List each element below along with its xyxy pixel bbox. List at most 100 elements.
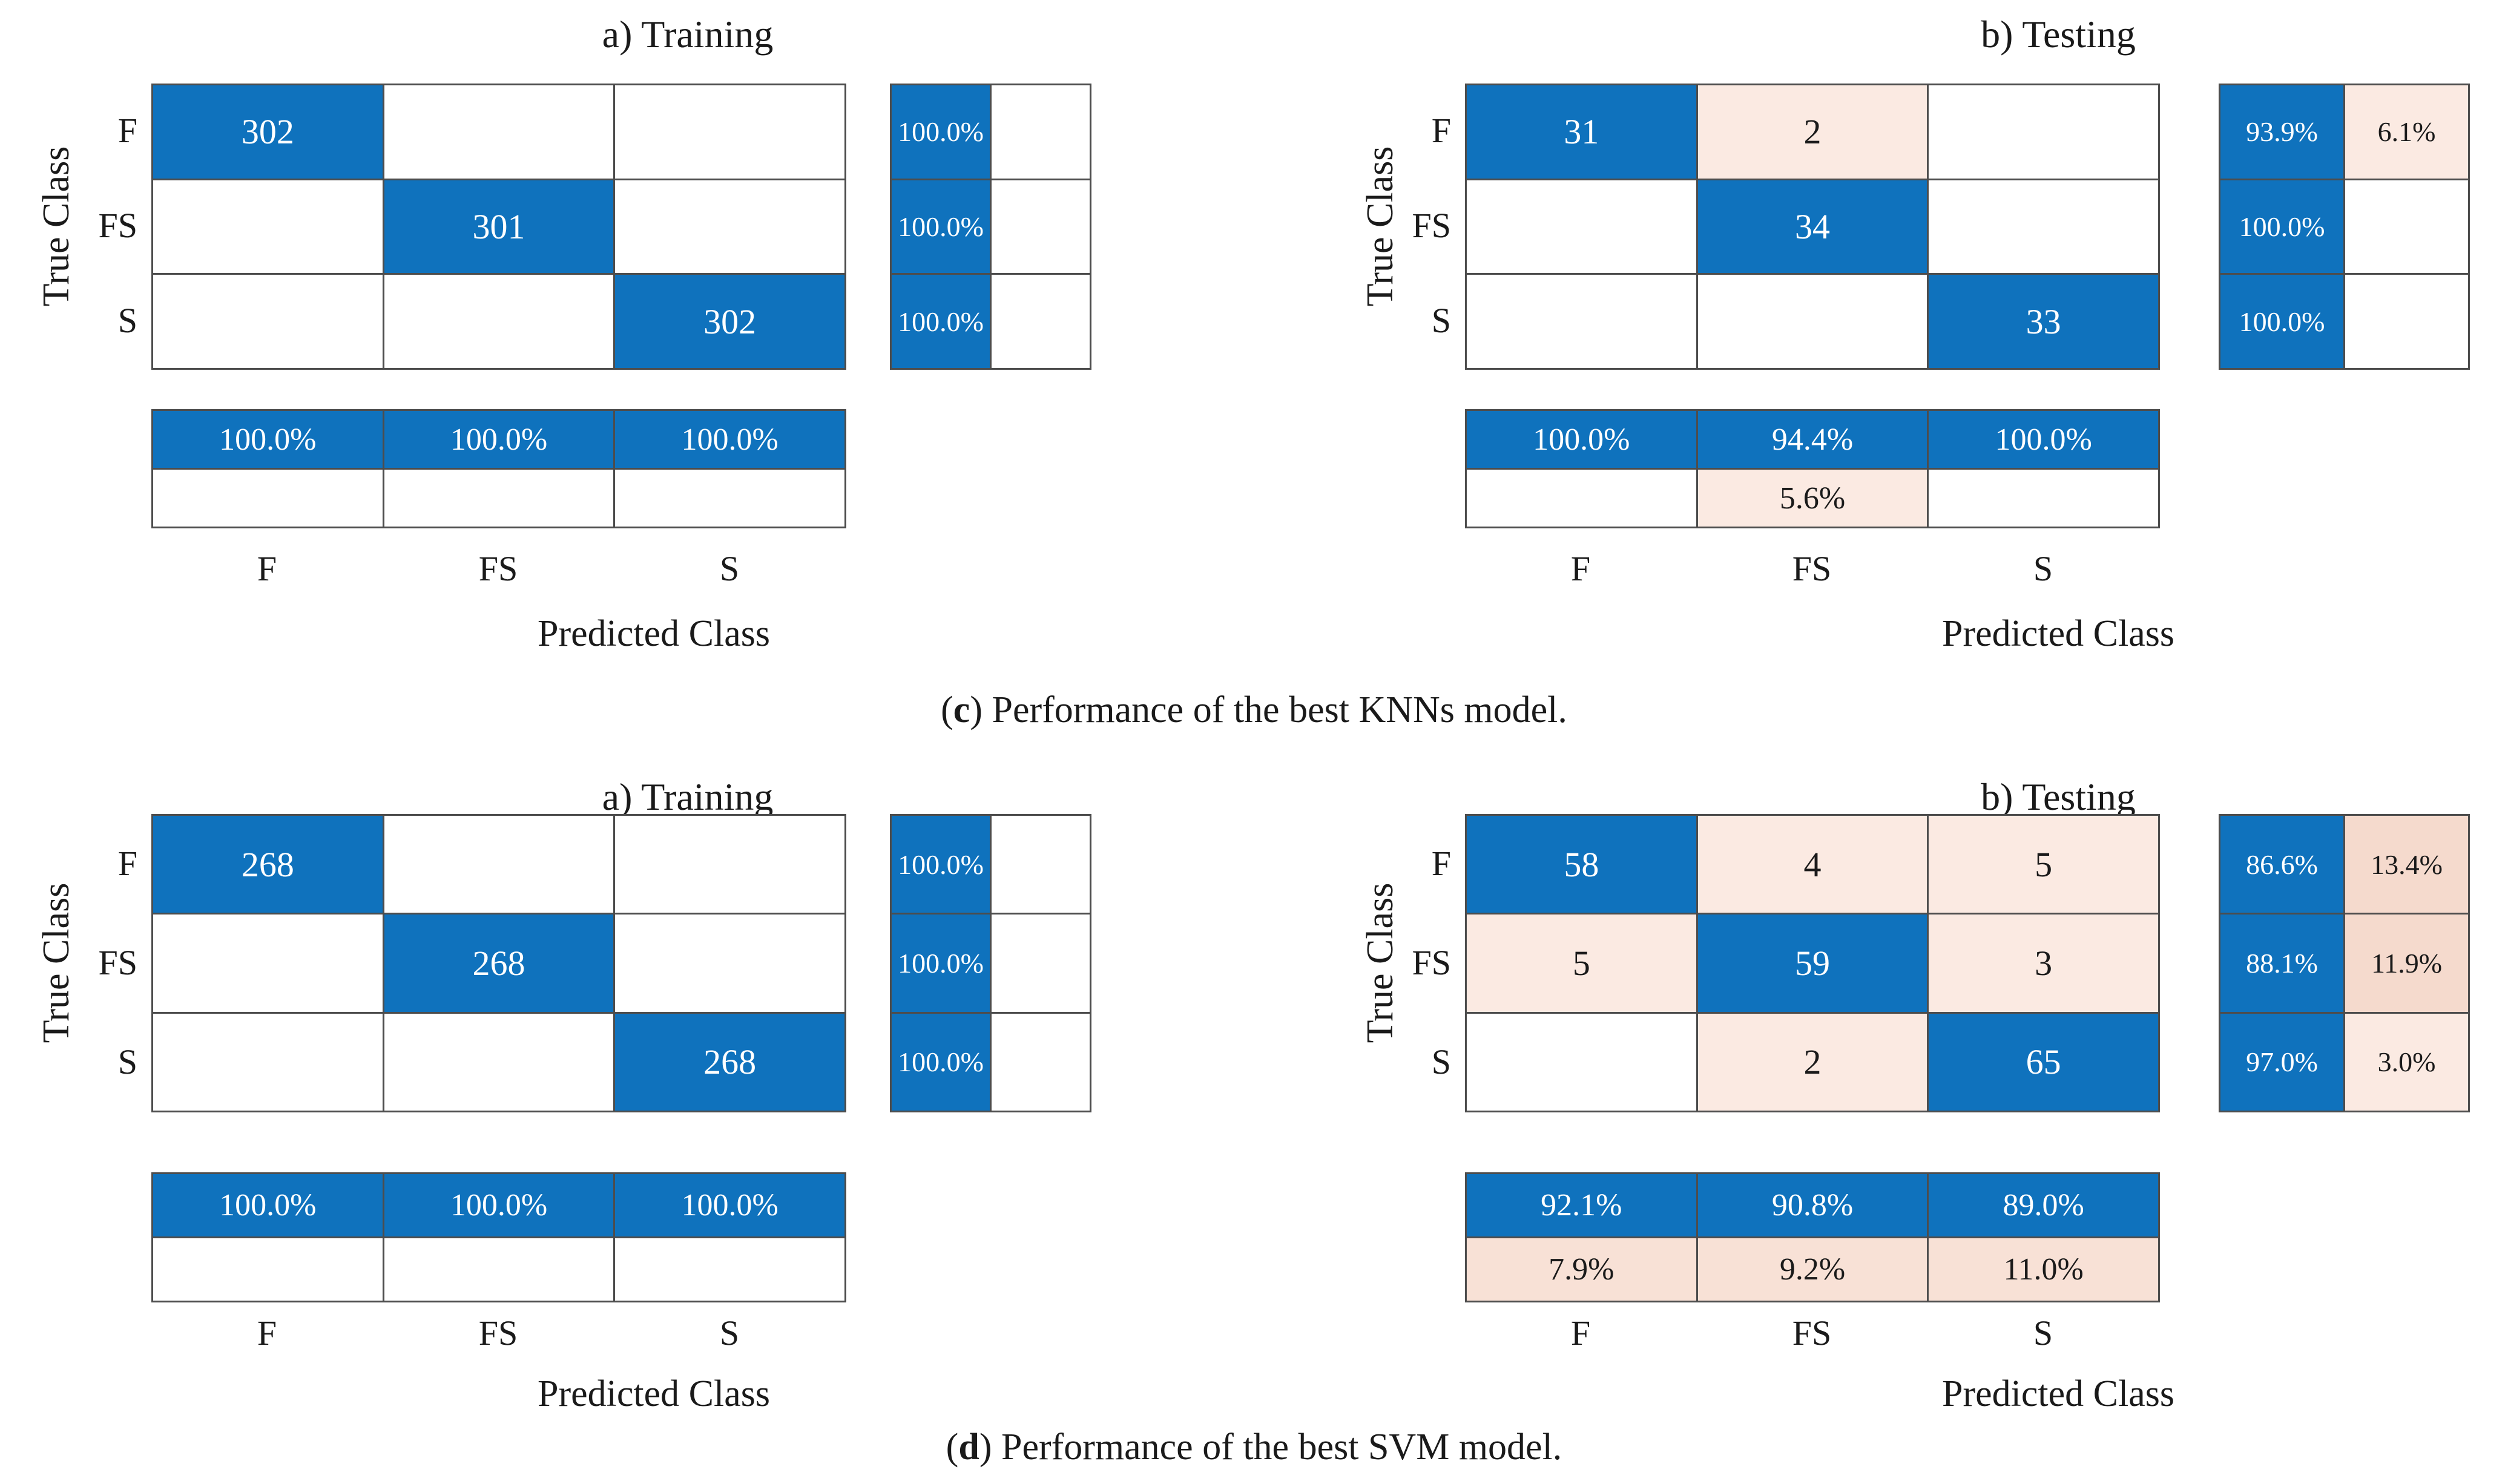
svm-testing-row-label-f: F: [1431, 844, 1451, 883]
svm-training-col-label-fs: FS: [478, 1313, 518, 1353]
knn-training-row-summary-cell: [992, 180, 1091, 275]
knn-testing-matrix-cell: [1467, 275, 1698, 370]
svm-testing-row-summary: 86.6%13.4%88.1%11.9%97.0%3.0%: [2219, 814, 2470, 1112]
knn-training-col-summary-cell: 100.0%: [153, 411, 384, 470]
svm-testing-col-summary-cell: 7.9%: [1467, 1238, 1698, 1302]
knn-testing-row-summary-cell: 93.9%: [2220, 85, 2345, 180]
knn-training-row-summary-cell: [992, 275, 1091, 370]
svm-testing-row-summary-cell: 97.0%: [2220, 1013, 2345, 1112]
svm-testing-matrix-cell: 2: [1697, 1013, 1929, 1112]
knn-testing-matrix-cell: [1929, 85, 2160, 180]
knn-training-col-summary-cell: 100.0%: [615, 411, 846, 470]
svm-testing-matrix-cell: 5: [1929, 816, 2160, 915]
svm-testing-title: b) Testing: [1981, 775, 2136, 818]
svm-testing-col-summary: 92.1%90.8%89.0%7.9%9.2%11.0%: [1465, 1172, 2160, 1302]
svm-training-matrix-cell: [153, 914, 384, 1014]
knn-testing-col-summary-cell: [1929, 470, 2160, 528]
svm-training-row-label-s: S: [117, 1042, 137, 1082]
svm-testing-col-summary-cell: 11.0%: [1929, 1238, 2160, 1302]
caption-knn-text: Performance of the best KNNs model.: [992, 689, 1567, 731]
caption-knn-close: ): [970, 689, 992, 731]
svm-training-matrix-cell: [384, 1013, 616, 1112]
svm-testing-matrix-cell: 59: [1697, 914, 1929, 1014]
knn-training-matrix-cell: [615, 180, 846, 275]
svm-testing-matrix-cell: 58: [1467, 816, 1698, 915]
svm-testing-col-summary-cell: 89.0%: [1929, 1174, 2160, 1238]
knn-testing-row-summary-cell: [2345, 180, 2470, 275]
knn-training-row-summary-cell: 100.0%: [892, 180, 992, 275]
svm-testing-predicted-class-label: Predicted Class: [1942, 1373, 2174, 1414]
knn-training-row-summary-cell: [992, 85, 1091, 180]
knn-training-matrix-cell: [153, 180, 384, 275]
svm-training-row-summary-cell: 100.0%: [892, 914, 992, 1014]
svm-testing-matrix-cell: 65: [1929, 1013, 2160, 1112]
knn-training-matrix-cell: [384, 275, 616, 370]
caption-svm: (d) Performance of the best SVM model.: [0, 1426, 2508, 1469]
knn-training-matrix-cell: 301: [384, 180, 616, 275]
svm-testing-matrix-cell: [1467, 1013, 1698, 1112]
knn-testing-matrix-cell: 31: [1467, 85, 1698, 180]
knn-testing-matrix-cell: [1929, 180, 2160, 275]
svm-training-row-summary-cell: [992, 914, 1091, 1014]
svm-testing-col-label-s: S: [2033, 1313, 2053, 1353]
svm-training-row-label-fs: FS: [98, 943, 137, 982]
svm-training-col-summary-cell: 100.0%: [384, 1174, 616, 1238]
svm-training-col-summary-cell: [153, 1238, 384, 1302]
knn-testing-row-summary-cell: 100.0%: [2220, 180, 2345, 275]
knn-training-row-label-f: F: [117, 111, 137, 150]
knn-training-matrix-cell: 302: [153, 85, 384, 180]
svm-training-col-summary: 100.0%100.0%100.0%: [151, 1172, 846, 1302]
knn-testing-row-label-fs: FS: [1412, 206, 1451, 245]
svm-training-row-summary-cell: [992, 816, 1091, 915]
svm-training-predicted-class-label: Predicted Class: [538, 1373, 770, 1414]
knn-testing-row-summary-cell: 6.1%: [2345, 85, 2470, 180]
svm-testing-col-label-f: F: [1570, 1313, 1591, 1353]
knn-testing-col-summary-cell: [1467, 470, 1698, 528]
svm-training-col-label-s: S: [719, 1313, 740, 1353]
svm-testing-row-summary-cell: 11.9%: [2345, 914, 2470, 1014]
svm-training-matrix-cell: 268: [153, 816, 384, 915]
knn-testing-matrix-cell: 2: [1697, 85, 1929, 180]
svm-testing-row-summary-cell: 86.6%: [2220, 816, 2345, 915]
svm-testing-matrix-cell: 4: [1697, 816, 1929, 915]
svm-testing-row-summary-cell: 3.0%: [2345, 1013, 2470, 1112]
knn-testing-predicted-class-label: Predicted Class: [1942, 613, 2174, 654]
knn-testing-matrix-cell: [1697, 275, 1929, 370]
knn-testing-matrix-cell: [1467, 180, 1698, 275]
caption-svm-close: ): [979, 1427, 1001, 1468]
svm-training-matrix-cell: [615, 914, 846, 1014]
svm-training-row-label-f: F: [117, 844, 137, 883]
knn-training-col-summary-cell: [153, 470, 384, 528]
knn-testing-col-label-fs: FS: [1792, 549, 1832, 588]
svm-testing-row-summary-cell: 13.4%: [2345, 816, 2470, 915]
svm-training-row-summary-cell: [992, 1013, 1091, 1112]
svm-training-title: a) Training: [602, 775, 774, 818]
knn-training-col-summary-cell: [384, 470, 616, 528]
knn-testing-matrix-cell: 33: [1929, 275, 2160, 370]
svm-testing-col-summary-cell: 9.2%: [1697, 1238, 1929, 1302]
knn-testing-title: b) Testing: [1981, 13, 2136, 56]
knn-testing-col-summary-cell: 94.4%: [1697, 411, 1929, 470]
knn-testing-matrix-cell: 34: [1697, 180, 1929, 275]
knn-training-col-summary: 100.0%100.0%100.0%: [151, 409, 846, 528]
svm-training-matrix-cell: 268: [384, 914, 616, 1014]
svm-training-row-summary-cell: 100.0%: [892, 816, 992, 915]
caption-svm-open: (: [946, 1427, 959, 1468]
caption-knn-open: (: [941, 689, 953, 731]
knn-testing-row-label-f: F: [1431, 111, 1451, 150]
knn-testing-col-summary-cell: 5.6%: [1697, 470, 1929, 528]
knn-testing-row-summary-cell: 100.0%: [2220, 275, 2345, 370]
knn-testing-col-summary-cell: 100.0%: [1929, 411, 2160, 470]
knn-training-matrix-cell: [153, 275, 384, 370]
knn-testing-row-label-s: S: [1431, 301, 1451, 340]
svm-testing-row-label-fs: FS: [1412, 943, 1451, 982]
knn-testing-col-label-f: F: [1570, 549, 1591, 588]
knn-training-matrix-cell: [615, 85, 846, 180]
knn-training-col-label-f: F: [257, 549, 277, 588]
knn-training-row-summary-cell: 100.0%: [892, 275, 992, 370]
caption-knn-letter: c: [953, 689, 970, 731]
